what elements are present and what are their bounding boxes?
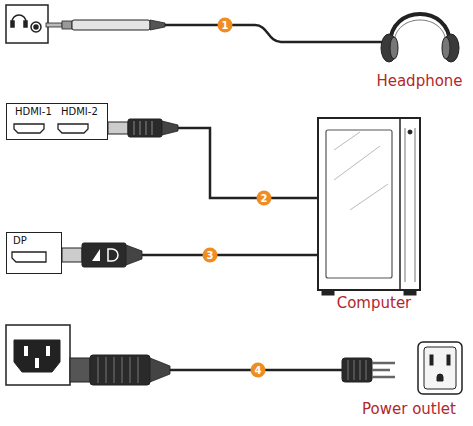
power-cable-part: [372, 363, 395, 377]
dp-plug-part: [82, 243, 126, 267]
dp-plug-part: [126, 245, 142, 265]
power-outlet-device: Power outlet: [350, 338, 468, 422]
power-inlet-panel: [6, 325, 70, 385]
headphone-picture-part: [442, 37, 450, 59]
dp-plug-part: [92, 249, 100, 261]
computer-tower-part: [322, 290, 334, 295]
power-inlet-panel-part: [24, 346, 28, 356]
computer-tower-part: [408, 130, 412, 134]
cable: [108, 128, 318, 198]
headphone-cable-part: [62, 21, 72, 29]
power-cable-part: [90, 355, 150, 385]
headphone-cable-part: [150, 20, 165, 30]
power-cable-part: [98, 357, 138, 383]
dp-plug-part: [108, 249, 118, 261]
headphone-jack-panel-part: [31, 22, 41, 32]
dp-plug-part: [62, 248, 82, 262]
computer-tower: [318, 118, 420, 295]
headphone-jack-panel-part: [6, 5, 48, 43]
computer-tower-part: [399, 118, 401, 290]
computer-device: Computer: [318, 112, 430, 315]
power-inlet-panel-part: [35, 358, 39, 368]
power-cable-part: [150, 358, 170, 382]
power-outlet-picture-part: [418, 342, 462, 394]
power-inlet-panel-part: [46, 346, 50, 356]
headphone-jack-panel-part: [24, 21, 27, 27]
hdmi-plug-part: [128, 119, 162, 137]
headphone-cable-part: [46, 23, 62, 27]
hdmi-ports: [14, 124, 88, 133]
hdmi-plug: [108, 119, 178, 137]
callout-number: 2: [257, 191, 272, 206]
device-label: Headphone: [376, 72, 462, 90]
power-cable-part: [348, 360, 366, 380]
dp-port-panel: DP: [6, 232, 62, 274]
headphone-picture-part: [390, 14, 450, 44]
dp-port: [12, 252, 46, 262]
power-cable: [70, 355, 395, 385]
computer-tower-part: [318, 118, 420, 290]
port-label: HDMI-2: [61, 106, 98, 118]
port-label: HDMI-1: [15, 106, 52, 118]
headphone-picture-part: [390, 37, 398, 59]
power-inlet-panel-part: [14, 340, 60, 372]
callout-number: 3: [203, 248, 218, 263]
hdmi-port-panel: HDMI-1 HDMI-2: [6, 103, 108, 140]
device-label: Computer: [337, 294, 412, 312]
headphone-cable: [46, 20, 383, 42]
power-inlet-panel-part: [6, 325, 70, 385]
power-cable-part: [70, 358, 90, 382]
headphone-device: Headphone: [372, 8, 467, 94]
power-outlet-picture-part: [430, 355, 433, 365]
dp-port-part: [12, 252, 46, 262]
headphone-cable-part: [72, 20, 150, 30]
computer-tower-part: [326, 130, 392, 278]
headphone-jack-panel-part: [11, 21, 14, 27]
headphone-jack-panel-part: [34, 25, 38, 29]
hdmi-plug-part: [162, 121, 178, 135]
hdmi-plug-part: [134, 121, 152, 135]
computer-tower-part: [334, 132, 388, 210]
power-outlet-picture-part: [437, 374, 443, 381]
computer-tower-part: [405, 128, 415, 282]
headphone-picture-part: [443, 34, 459, 62]
headphone-cable-part: [165, 25, 383, 42]
headphone-jack-panel: [6, 5, 48, 43]
device-label: Power outlet: [362, 400, 456, 418]
power-cable-part: [342, 358, 372, 382]
hdmi-ports-part: [58, 124, 88, 133]
power-outlet-picture-part: [424, 347, 456, 389]
power-outlet-picture: [418, 342, 462, 394]
headphone-picture: [381, 14, 459, 62]
hdmi-ports-part: [14, 124, 44, 133]
headphone-picture-part: [381, 34, 397, 62]
hdmi-plug-part: [108, 122, 128, 134]
dp-plug: [62, 243, 142, 267]
headphone-picture-part: [394, 20, 446, 44]
power-outlet-picture-part: [447, 355, 450, 365]
port-label: DP: [13, 235, 27, 247]
callout-number: 1: [218, 18, 233, 33]
callout-number: 4: [251, 363, 266, 378]
